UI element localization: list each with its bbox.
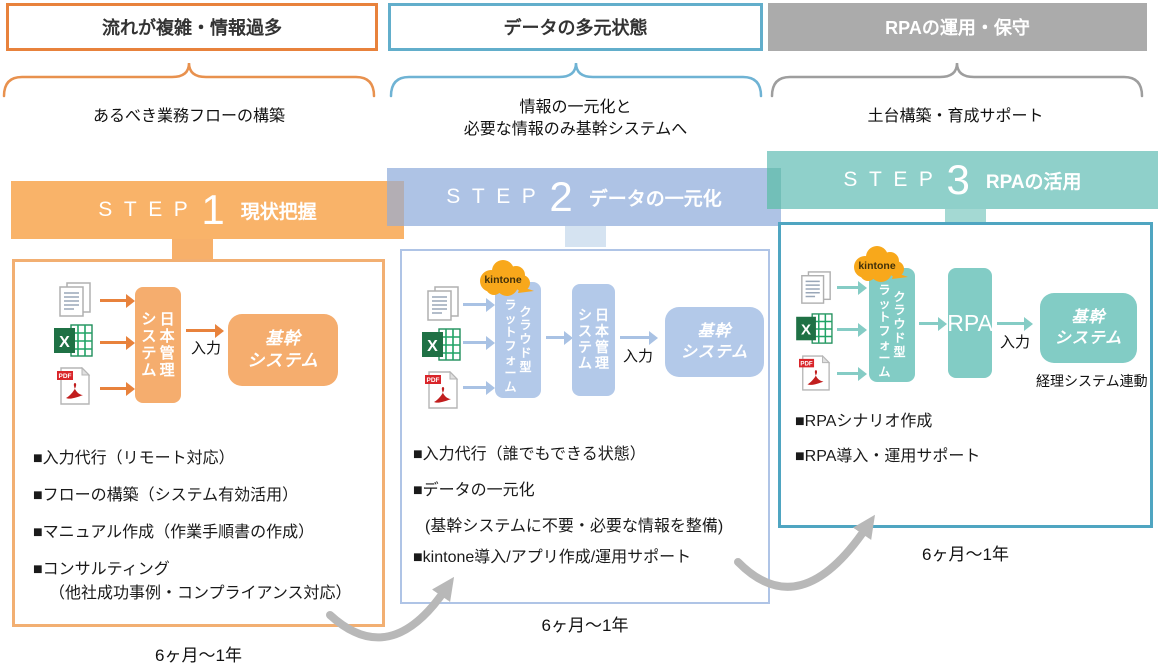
step1-subtitle: 現状把握: [240, 201, 317, 223]
step3-cloud-platform-box: クラウド型 プラットフォーム: [869, 268, 915, 382]
pdf-icon: PDF: [57, 367, 91, 405]
step3-period: 6ヶ月〜1年: [922, 545, 1009, 564]
step2-number: 2: [549, 173, 573, 220]
step2-banner: STEP 2 データの一元化: [387, 168, 781, 226]
svg-text:X: X: [427, 338, 438, 355]
flow-arrow: [837, 280, 867, 295]
step1-to-step2-arrow: [326, 576, 455, 642]
flow-arrow: [620, 330, 658, 345]
flow-arrow: [837, 366, 867, 381]
svg-text:kintone: kintone: [484, 274, 521, 286]
step1-banner: STEP 1 現状把握: [11, 181, 404, 239]
problem-title-1: 流れが複雑・情報過多: [102, 18, 282, 38]
svg-text:X: X: [59, 334, 70, 351]
step2-word: STEP: [446, 185, 548, 208]
step3-number: 3: [946, 156, 970, 203]
step2-cloud-platform-box: クラウド型 プラットフォーム: [495, 282, 541, 398]
flow-arrow: [546, 330, 573, 345]
step1-bullet: ■フローの構築（システム有効活用）: [33, 487, 299, 504]
step1-word: STEP: [98, 198, 200, 221]
flow-arrow: [186, 323, 224, 338]
problem-header-3: RPAの運用・保守: [768, 3, 1147, 51]
step2-to-step3-arrow: [734, 514, 876, 591]
step3-word: STEP: [843, 168, 945, 191]
document-icon: [801, 271, 831, 304]
banner-overlap-1-2: [387, 181, 404, 226]
problem-header-2: データの多元状態: [388, 3, 763, 51]
input-label: 入力: [1000, 334, 1031, 351]
step2-core-system-box: 基幹 システム: [665, 307, 764, 377]
step2-system-box: 日本管理 システム: [572, 284, 615, 396]
solution-label-3: 土台構築・育成サポート: [867, 108, 1044, 125]
step2-period: 6ヶ月〜1年: [541, 616, 629, 635]
step2-subtitle: データの一元化: [588, 188, 722, 210]
flow-arrow: [100, 381, 135, 396]
step1-number: 1: [201, 186, 225, 233]
step3-flow-note: 経理システム連動: [1036, 373, 1148, 389]
input-label: 入力: [191, 340, 222, 357]
excel-icon: X: [422, 328, 461, 361]
brace-gray: [770, 62, 1144, 98]
flow-arrow: [100, 335, 135, 350]
step1-bullet: ■入力代行（リモート対応）: [33, 450, 235, 467]
input-label: 入力: [623, 348, 654, 365]
step3-banner: STEP 3 RPAの活用: [767, 151, 1158, 209]
flow-arrow: [463, 297, 495, 312]
flow-arrow: [919, 316, 947, 331]
brace-blue: [389, 62, 763, 98]
step3-rpa-box: RPA: [947, 268, 993, 378]
pdf-icon: PDF: [425, 371, 459, 409]
flow-arrow: [100, 293, 135, 308]
step1-system-box: 日本管理 システム: [135, 287, 181, 403]
kintone-cloud-icon: kintone: [480, 260, 534, 296]
svg-text:PDF: PDF: [427, 377, 440, 384]
document-icon: [59, 282, 91, 317]
step3-subtitle: RPAの活用: [985, 171, 1082, 193]
step2-bullet-sub: (基幹システムに不要・必要な情報を整備): [425, 518, 724, 535]
step1-period: 6ヶ月〜1年: [155, 646, 242, 663]
step1-bullet-sub: （他社成功事例・コンプライアンス対応）: [49, 585, 352, 602]
excel-icon: X: [796, 313, 833, 344]
svg-text:kintone: kintone: [858, 260, 895, 272]
solution-label-1: あるべき業務フローの構築: [92, 108, 285, 125]
step1-bullet: ■マニュアル作成（作業手順書の作成）: [33, 524, 315, 541]
problem-title-2: データの多元状態: [503, 18, 648, 38]
problem-title-3: RPAの運用・保守: [885, 18, 1030, 38]
step1-connector-notch: [172, 239, 213, 260]
svg-text:X: X: [801, 322, 811, 339]
flow-arrow: [463, 380, 495, 395]
step1-bullet: ■コンサルティング: [33, 561, 170, 578]
step2-bullet: ■kintone導入/アプリ作成/運用サポート: [413, 549, 692, 566]
svg-text:PDF: PDF: [59, 373, 72, 380]
flow-arrow: [837, 322, 867, 337]
step3-bullet: ■RPA導入・運用サポート: [795, 448, 981, 465]
flow-arrow: [463, 335, 495, 350]
step3-bullet: ■RPAシナリオ作成: [795, 413, 933, 430]
svg-text:PDF: PDF: [800, 361, 812, 368]
step1-core-system-box: 基幹 システム: [228, 314, 338, 386]
kintone-cloud-icon: kintone: [854, 246, 908, 282]
pdf-icon: PDF: [799, 355, 831, 391]
flow-arrow: [997, 316, 1033, 331]
document-icon: [427, 286, 459, 321]
problem-header-1: 流れが複雑・情報過多: [6, 3, 378, 51]
step2-bullet: ■入力代行（誰でもできる状態）: [413, 446, 646, 463]
brace-orange: [2, 62, 376, 98]
excel-icon: X: [54, 324, 93, 357]
banner-overlap-2-3: [767, 168, 781, 209]
step2-connector-notch: [565, 226, 606, 247]
step3-core-system-box: 基幹 システム: [1040, 293, 1137, 363]
solution-label-2: 情報の一元化と 必要な情報のみ基幹システムへ: [463, 99, 688, 138]
step2-bullet: ■データの一元化: [413, 482, 535, 499]
